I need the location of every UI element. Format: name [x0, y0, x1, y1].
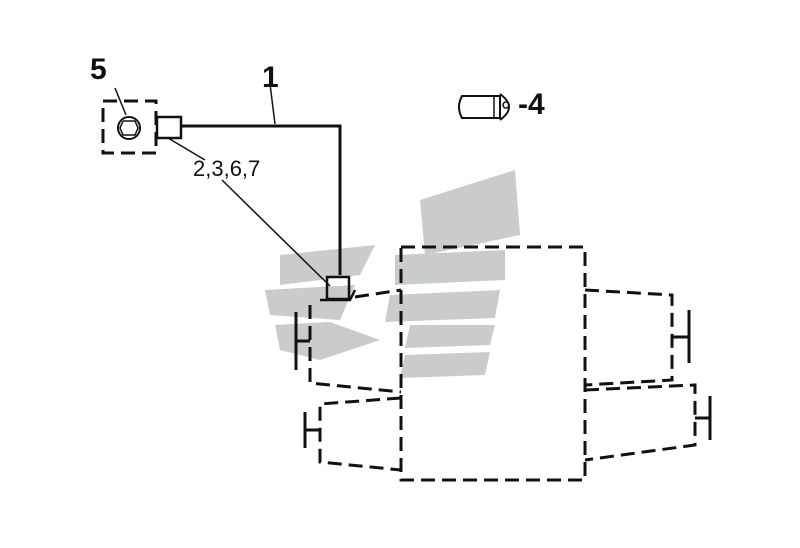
- leader-lower: [221, 179, 331, 287]
- label-part-5: 5: [90, 53, 107, 86]
- label-part-1: 1: [262, 61, 279, 94]
- part-4-pin: [458, 93, 510, 121]
- housing-top-link: [354, 288, 402, 299]
- leader-upper: [167, 137, 206, 161]
- connector-block-top: [155, 115, 183, 140]
- main-housing: [399, 245, 587, 482]
- part-5-dashed-box: [101, 99, 158, 155]
- part-5-leader-line: [114, 87, 127, 116]
- parts-2-3-6-7-leaders: [167, 137, 331, 287]
- cable-part-1: [181, 83, 357, 302]
- label-part-4: -4: [518, 88, 545, 121]
- hex-nut-icon: [119, 120, 139, 136]
- housing-outline: [294, 245, 712, 482]
- connector-bracket: [320, 289, 357, 302]
- watermark-logo: [265, 170, 520, 378]
- right-upper-body: [584, 288, 674, 387]
- left-upper-body: [308, 305, 402, 394]
- left-lower-body: [318, 396, 402, 472]
- right-lower-body: [584, 383, 697, 462]
- part-1-leader-line: [269, 83, 276, 125]
- label-parts-2-3-6-7: 2,3,6,7: [193, 156, 260, 181]
- part-5-assembly: [101, 87, 183, 155]
- bolt-icon: [117, 116, 141, 140]
- cable-line: [181, 124, 342, 275]
- pin-hole-icon: [502, 101, 510, 109]
